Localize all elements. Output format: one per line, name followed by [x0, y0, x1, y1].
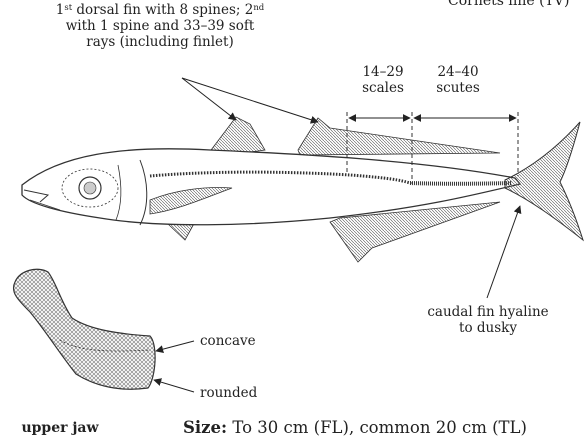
- scutes-label: 24–40 scutes: [418, 64, 498, 96]
- scales-label: 14–29 scales: [350, 64, 416, 96]
- rounded-label: rounded: [200, 385, 270, 401]
- second-dorsal-fin: [298, 118, 500, 155]
- caudal-note-line2: to dusky: [418, 320, 558, 336]
- caudal-fin: [505, 122, 583, 240]
- concave-label: concave: [200, 333, 270, 349]
- size-text: To 30 cm (FL), common 20 cm (TL): [227, 418, 527, 437]
- scales-unit: scales: [350, 80, 416, 96]
- dorsal-fin-note: 1st dorsal fin with 8 spines; 2nd with 1…: [30, 2, 290, 50]
- caudal-leader: [487, 206, 520, 298]
- upper-jaw-caption: upper jaw: [10, 420, 110, 438]
- scales-range: 14–29: [350, 64, 416, 80]
- size-label: Size:: [183, 418, 227, 437]
- caudal-fin-note: caudal fin hyaline to dusky: [418, 304, 558, 336]
- dorsal-note-line3: rays (including finlet): [30, 34, 290, 50]
- upper-jaw-drawing: [13, 269, 155, 389]
- header-fragment: Cornets line (TV): [448, 0, 587, 9]
- size-note: Size: To 30 cm (FL), common 20 cm (TL): [183, 418, 587, 440]
- scutes-range: 24–40: [418, 64, 498, 80]
- dorsal-note-line2: with 1 spine and 33–39 soft: [30, 18, 290, 34]
- caudal-note-line1: caudal fin hyaline: [418, 304, 558, 320]
- dorsal-leaders: [182, 78, 318, 122]
- jaw-leaders: [154, 341, 194, 392]
- scutes-unit: scutes: [418, 80, 498, 96]
- dorsal-note-line1: 1st dorsal fin with 8 spines; 2nd: [30, 2, 290, 18]
